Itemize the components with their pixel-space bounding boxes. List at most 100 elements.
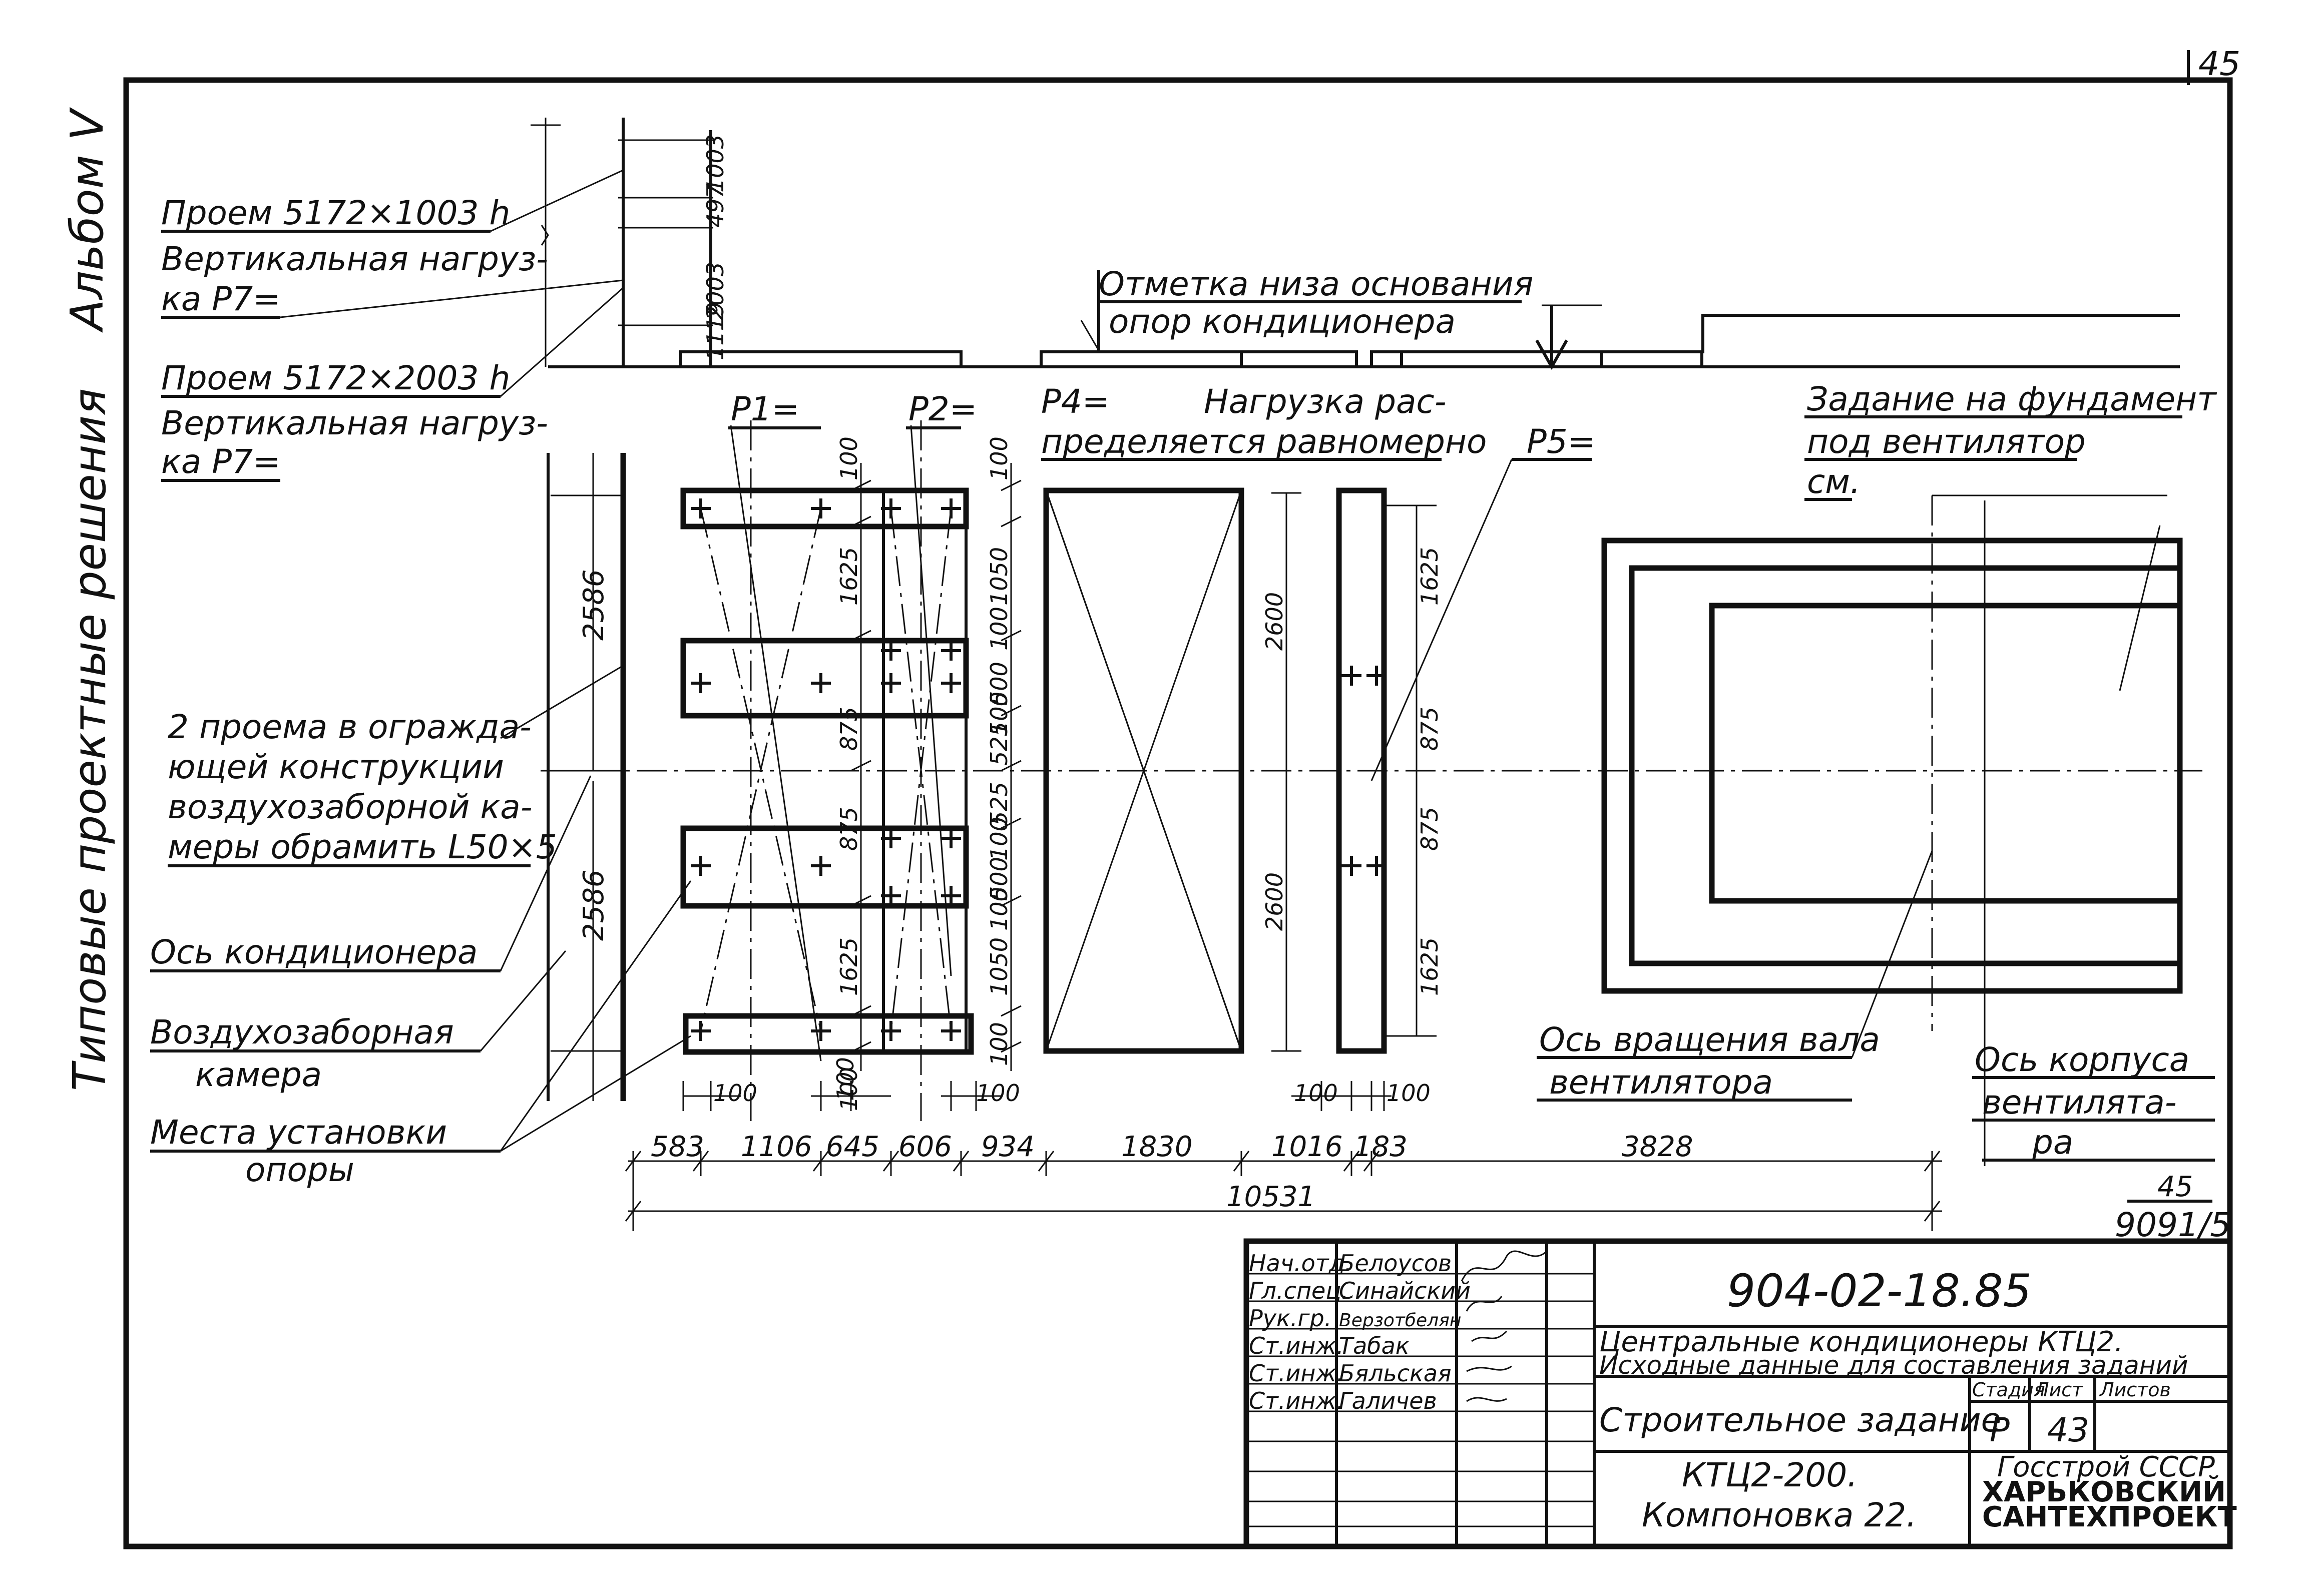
base-mark-line-a: Отметка низа основания: [1099, 265, 1533, 303]
dim-v-100-a: 100: [835, 436, 862, 480]
openings-line-c: воздухозаборной ка-: [168, 788, 533, 826]
fan-body-line-a: Ось корпуса: [1975, 1040, 2189, 1079]
dim-top-2003: 2003: [702, 262, 729, 320]
openings-line-d: меры обрамить L50×5: [168, 828, 557, 866]
role-0: Нач.отд.: [1249, 1250, 1352, 1277]
dim-c-525-b: 525: [986, 782, 1013, 826]
model-line-1: КТЦ2-200.: [1682, 1456, 1858, 1494]
sheet-label: Лист: [2034, 1379, 2084, 1401]
dim-c-100-a: 100: [986, 436, 1013, 480]
p1-label: Р1=: [731, 390, 799, 428]
dim-h-645: 645: [826, 1131, 879, 1163]
p5-label: Р5=: [1527, 422, 1595, 461]
air-intake-line-b: камера: [195, 1055, 322, 1094]
dim-h-583: 583: [651, 1131, 704, 1163]
top-dimension-chain: [531, 118, 713, 367]
dim-top-497: 497: [702, 184, 729, 228]
dim-c-100-f: 100: [986, 1022, 1013, 1066]
name-3: Табак: [1339, 1332, 1410, 1359]
fan-task-line-b: под вентилятор: [1807, 422, 2086, 461]
base-mark-line-b: опор кондиционера: [1109, 302, 1456, 341]
dim-total: 10531: [1226, 1181, 1315, 1213]
support-leader-2: [500, 1035, 691, 1152]
support-base-strip: [548, 304, 2180, 370]
wheel-axis-leader: [1851, 850, 1933, 1058]
dim-h-1830: 1830: [1121, 1131, 1193, 1163]
org-line-1: Госстрой СССР: [1997, 1451, 2215, 1483]
dim-s-1625-a: 1625: [1416, 547, 1443, 606]
pads-dimension-chain: [850, 463, 1022, 1071]
dim-s-875-b: 875: [1416, 807, 1443, 851]
dim-top-1003: 1003: [702, 134, 729, 193]
fraction-bottom: 9091/5: [2115, 1206, 2231, 1244]
fan-body-line-b: вентилята-: [1982, 1083, 2177, 1122]
horizontal-dimension-chain: [625, 1151, 1942, 1231]
vert-load-1-leader: [280, 279, 624, 318]
sheet-name: Строительное задание: [1599, 1401, 2001, 1439]
page-number: 45: [2198, 45, 2240, 83]
air-intake-leader: [480, 950, 567, 1051]
org-line-3: САНТЕХПРОЕКТ: [1982, 1501, 2237, 1533]
dim-c-100-c: 100: [986, 692, 1013, 736]
dim-c-100-d: 100: [986, 817, 1013, 861]
fraction-top: 45: [2157, 1171, 2193, 1203]
role-2: Рук.гр.: [1249, 1305, 1331, 1332]
role-1: Гл.спец.: [1249, 1277, 1348, 1304]
dim-v-1625-b: 1625: [835, 937, 862, 996]
support-line-b: опоры: [245, 1151, 354, 1189]
dim-v-875-b: 875: [835, 807, 862, 851]
wheel-axis-line-b: вентилятора: [1549, 1063, 1773, 1102]
load-distribution-line-b: пределяется равномерно: [1041, 422, 1487, 461]
dim-c-1050-a: 1050: [986, 547, 1013, 606]
dim-2600-bottom: 2600: [1261, 872, 1288, 931]
opening-2-label: Проем 5172×2003 h: [161, 359, 510, 397]
air-intake-line-a: Воздухозаборная: [150, 1013, 454, 1051]
dim-v-1625-a: 1625: [835, 547, 862, 606]
title-line-1: Центральные кондиционеры КТЦ2.: [1599, 1326, 2123, 1358]
name-1: Синайский: [1339, 1277, 1471, 1304]
vert-load-2-line-a: Вертикальная нагруз-: [161, 404, 548, 442]
support-pads-left: [680, 487, 974, 1055]
dim-s-875-a: 875: [1416, 707, 1443, 751]
dim-2586-bottom: 2586: [578, 869, 610, 941]
openings-line-a: 2 проема в огражда-: [168, 708, 532, 746]
name-0: Белоусов: [1339, 1250, 1452, 1277]
dim-c-500-a: 500: [986, 662, 1013, 706]
dim-top-1119: 1119: [702, 302, 729, 360]
title-block: [1243, 1238, 2233, 1549]
p2-label: Р2=: [908, 390, 977, 428]
dim-v-875-a: 875: [835, 707, 862, 751]
openings-line-b: ющей конструкции: [168, 748, 504, 786]
dim-c-1050-b: 1050: [986, 937, 1013, 996]
dim-h-1016: 1016: [1271, 1131, 1343, 1163]
role-5: Ст.инж.: [1249, 1387, 1344, 1414]
vert-load-1-line-b: ка Р7=: [161, 280, 280, 318]
air-intake-wall: [541, 453, 626, 1101]
dim-b-100-b: 100: [832, 1057, 859, 1101]
fan-task-line-c: см.: [1807, 462, 1861, 501]
dim-c-100-b: 100: [986, 607, 1013, 651]
bottom-small-dims: [682, 1081, 1392, 1111]
fan-task-line-a: Задание на фундамент: [1807, 380, 2217, 418]
dim-2600-top: 2600: [1261, 592, 1288, 651]
opening-1-label: Проем 5172×1003 h: [161, 194, 510, 232]
dim-b-100-c: 100: [976, 1080, 1020, 1107]
openings-leader: [500, 665, 624, 739]
doc-number: 904-02-18.85: [1727, 1265, 2032, 1317]
ac-axis-label: Ось кондиционера: [150, 933, 478, 971]
dim-c-525-a: 525: [986, 722, 1013, 766]
sheet-value: 43: [2047, 1411, 2089, 1449]
dim-h-934: 934: [981, 1131, 1035, 1163]
support-line-a: Места установки: [150, 1113, 447, 1152]
dim-h-183: 183: [1354, 1131, 1408, 1163]
role-3: Ст.инж.: [1249, 1332, 1344, 1359]
wheel-axis-line-a: Ось вращения вала: [1539, 1020, 1880, 1059]
role-4: Ст.инж.: [1249, 1360, 1344, 1387]
dim-c-500-b: 500: [986, 857, 1013, 901]
title-line-2: Исходные данные для составления заданий: [1599, 1351, 2188, 1380]
vert-load-2-line-b: ка Р7=: [161, 442, 280, 481]
dim-b-100-d: 100: [1294, 1080, 1338, 1107]
p4-label: Р4=: [1041, 382, 1110, 421]
name-4: Бяльская: [1339, 1360, 1452, 1387]
